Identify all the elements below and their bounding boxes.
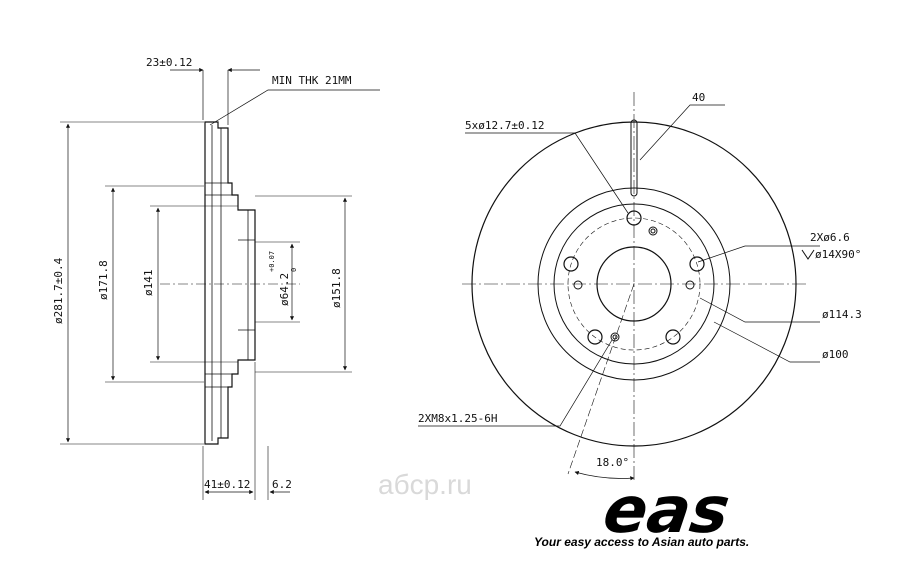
dim-171: ø171.8 [97, 260, 110, 300]
eas-logo: eas [599, 473, 734, 548]
dim-min-thickness: MIN THK 21MM [272, 74, 352, 87]
watermark: aбcp.ru [378, 469, 472, 500]
countersink-symbol [801, 249, 815, 260]
dim-pcd: ø114.3 [822, 308, 862, 321]
dim-inner-dia: ø100 [822, 348, 849, 361]
dim-slot-width: 40 [692, 91, 705, 104]
dim-thickness-top: 23±0.12 [146, 56, 192, 69]
dim-151: ø151.8 [330, 268, 343, 308]
dim-angle: 18.0° [596, 456, 629, 469]
dim-outer-diameter: ø281.7±0.4 [52, 257, 65, 324]
dim-total-height: 41±0.12 [204, 478, 250, 491]
rotor-outer-profile [204, 121, 256, 445]
dim-threads: 2XM8x1.25-6H [418, 412, 497, 425]
dim-141: ø141 [142, 270, 155, 297]
dim-countersink: ø14X90° [815, 248, 861, 261]
dim-hub-thickness: 6.2 [272, 478, 292, 491]
dim-center-bore: ø64.2 [278, 273, 291, 306]
dim-bolt-holes: 5xø12.7±0.12 [465, 119, 544, 132]
dim-small-holes: 2Xø6.6 [810, 231, 850, 244]
side-view [60, 67, 380, 500]
front-view [418, 92, 820, 482]
small-holes [573, 226, 695, 342]
dim-bore-tol-upper: +0.07 [268, 251, 276, 272]
dim-bore-tol-lower: 0 [290, 268, 298, 272]
tagline: Your easy access to Asian auto parts. [534, 535, 749, 549]
svg-text:eas: eas [599, 473, 734, 548]
